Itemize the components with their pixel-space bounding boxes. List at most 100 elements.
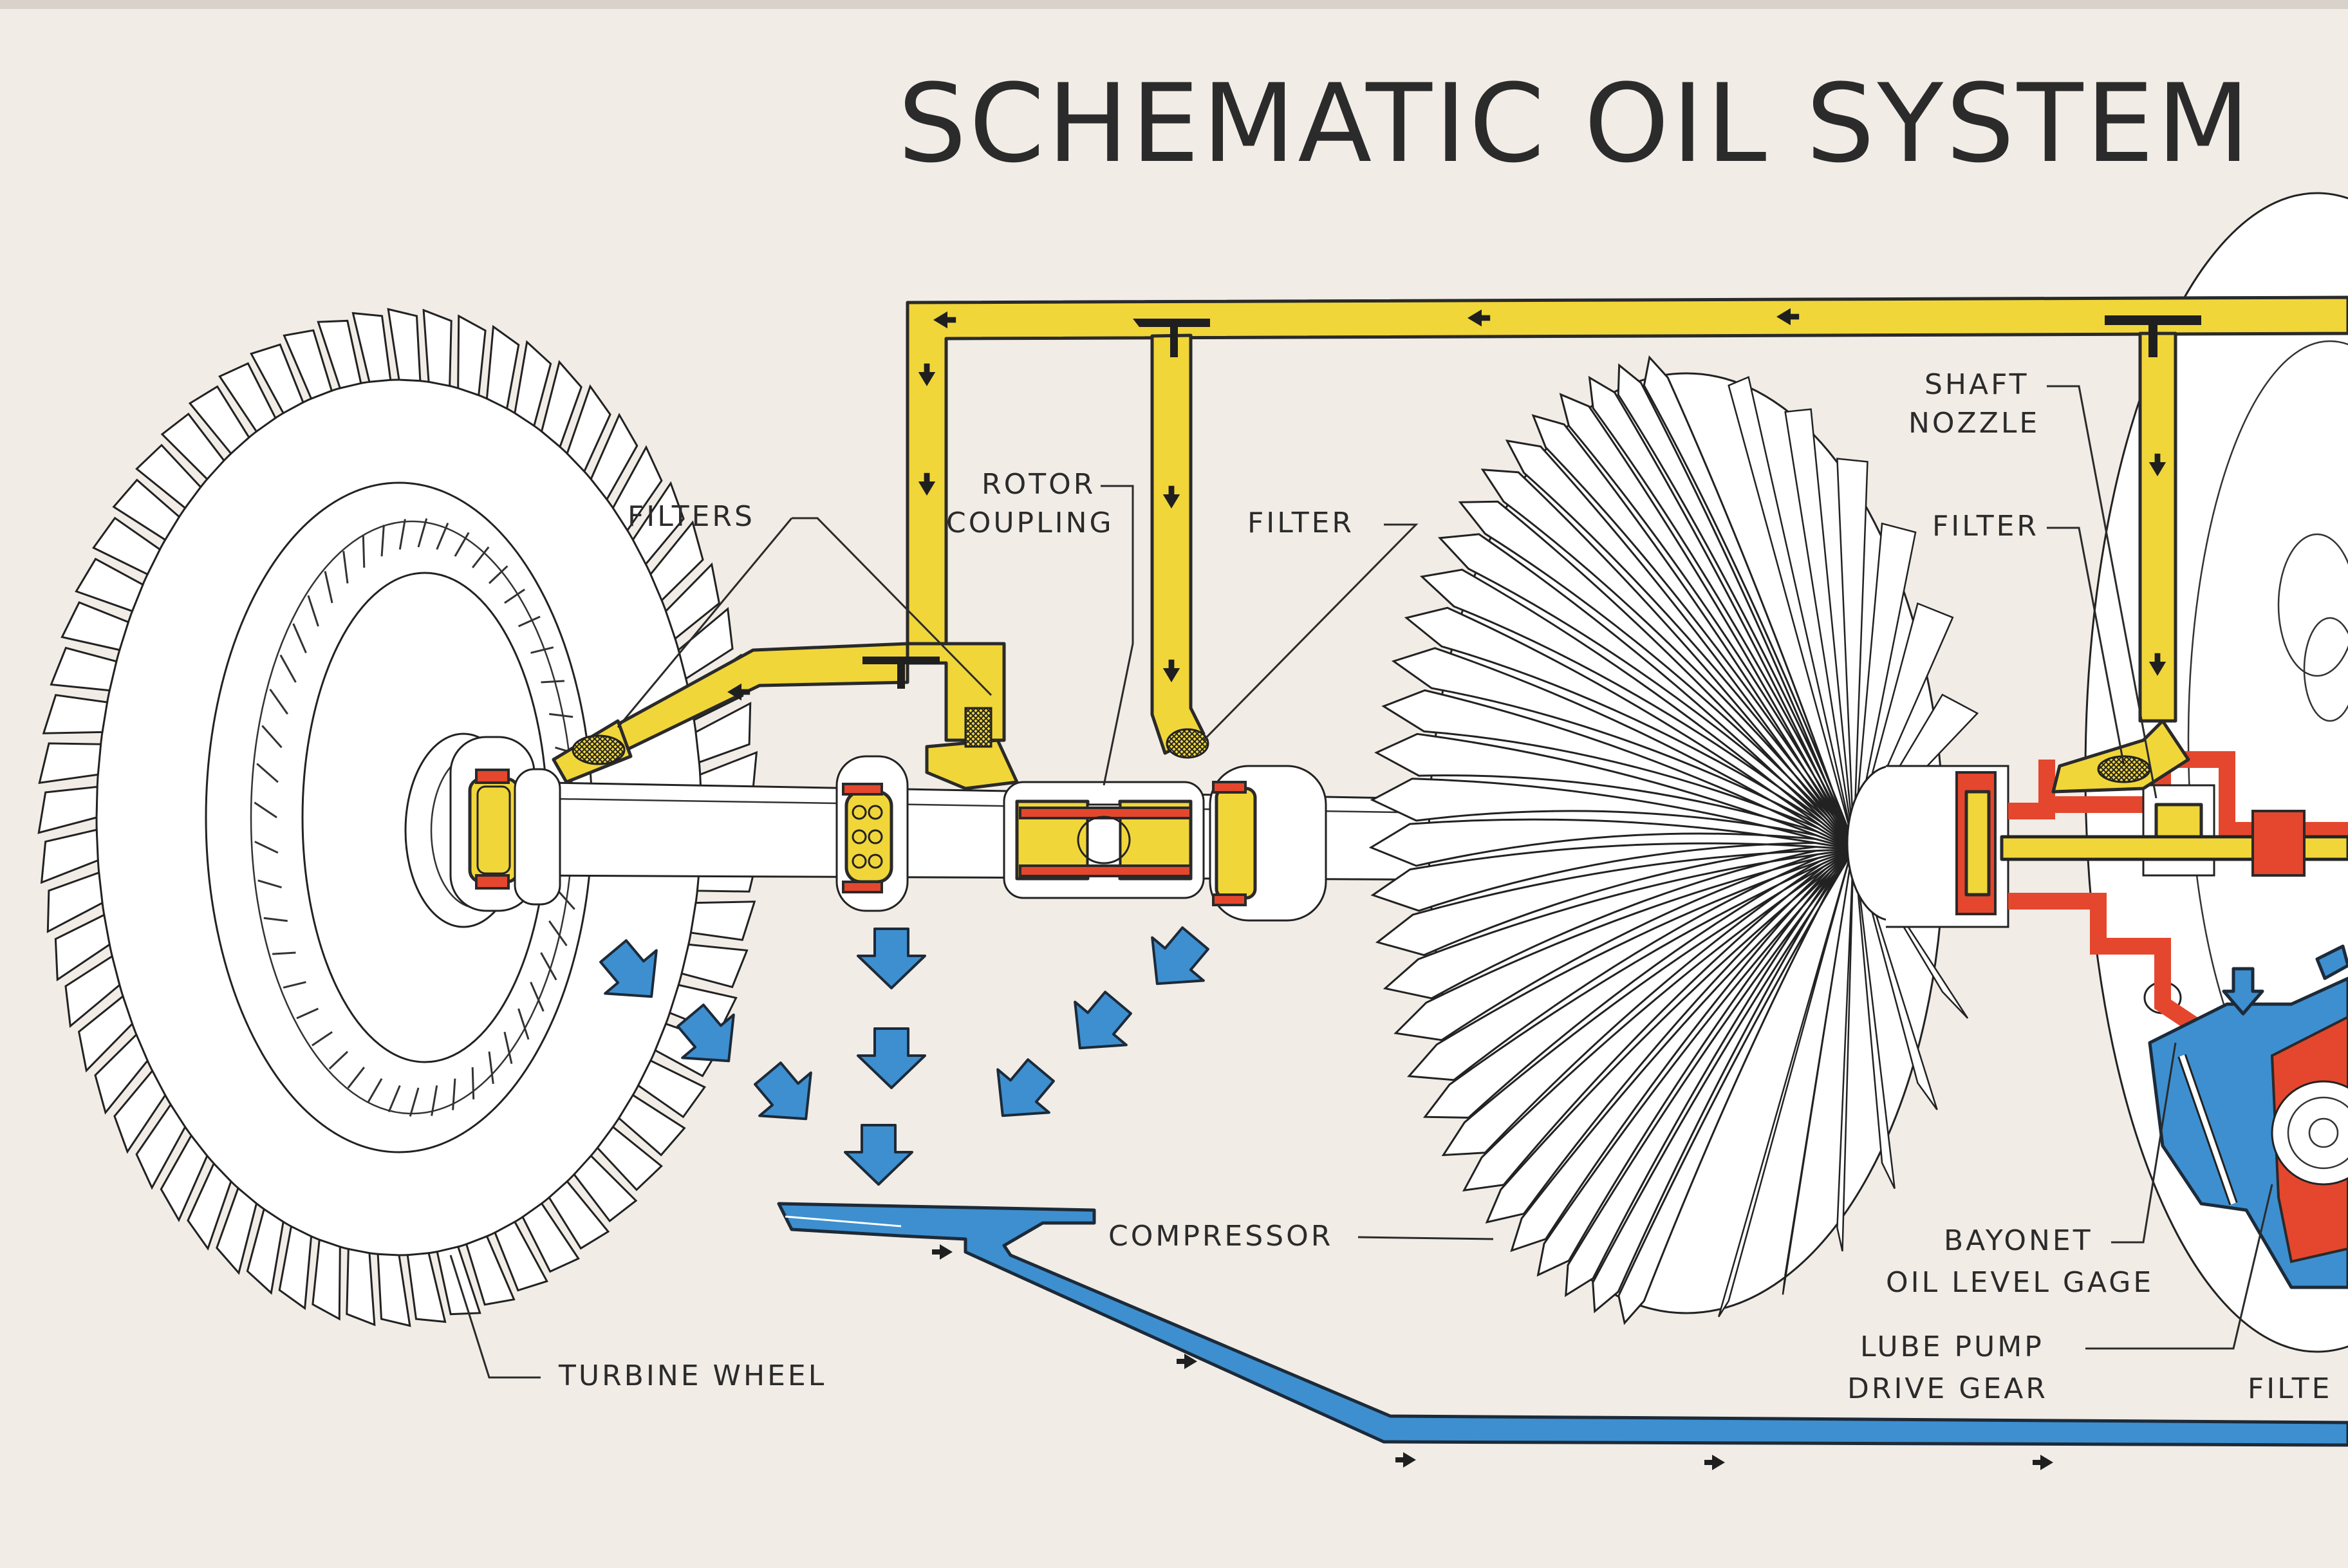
turbine-blade [135,443,202,510]
turbine-inner-blade [431,1085,438,1116]
compressor-blade [1370,842,1855,912]
compressor-blade [1391,647,1855,852]
label-coupling: COUPLING [946,507,1114,539]
turbine-blade [312,1238,341,1321]
drip-arrow [1074,991,1132,1050]
turbine-inner-blade [328,1050,349,1070]
turbine-blade [677,606,734,680]
supply-flow-arrows [727,308,2166,701]
label-lube-pump: LUBE PUMP [1860,1330,2044,1363]
turbine-inner-blade [517,1008,530,1040]
turbine-inner-blade [269,688,288,715]
turbine-inner-blade [548,920,568,947]
turbine-blade [540,360,582,449]
turbine-blade [278,1225,313,1311]
label-shaft: SHAFT [1924,368,2029,401]
leader-filters-left [617,518,793,728]
compressor-blade [1718,843,1855,1318]
labels: FILTERS ROTOR COUPLING FILTER SHAFT NOZZ… [449,368,2329,1405]
compressor-blade [1422,841,1855,1119]
compressor-bearing [1209,765,1327,922]
turbine-inner-blade [436,523,449,550]
compressor-blade [1485,841,1855,1224]
compressor-blade [1480,469,1855,853]
turbine-inner-blade [256,763,279,783]
label-drive-gear: DRIVE GEAR [1847,1372,2048,1405]
compressor-blade [1852,843,1896,1190]
flow-arrow [918,363,936,386]
label-filters: FILTERS [628,500,755,533]
compressor-blade [1419,568,1855,852]
flow-arrow [932,1244,953,1260]
turbine-blade [351,312,392,383]
turbine-blade [573,1154,638,1223]
compressor-blade [1368,818,1855,867]
compressor-blade [1728,376,1855,844]
turbine-blade [64,955,121,1029]
compressor-blade [1617,843,1855,1325]
turbine-inner-blade [324,571,333,604]
turbine-blade [649,520,704,602]
turbine-blade [596,1125,663,1191]
turbine-blade [317,319,362,389]
turbine-inner-blade [472,546,490,568]
turbine-blade [590,413,638,501]
turbine-blade [406,1252,447,1323]
leader-compressor [1357,1236,1494,1240]
turbine-blade [494,1220,548,1292]
supply-oil-piping [552,295,2348,794]
turbine-blade [91,516,162,576]
leader-shaft-nozzle [2047,385,2157,799]
turbine-blade [218,362,277,433]
compressor-blade [1441,841,1855,1157]
turbine-inner-blade [380,525,385,557]
drip-arrow [844,1124,913,1186]
compressor-blade [1559,393,1855,850]
drip-arrow [754,1061,812,1121]
leader-rotor-coupling [1101,485,1134,786]
flow-arrow [2033,1455,2053,1470]
turbine-inner-blade [347,1067,365,1089]
turbine-inner-blade [417,518,428,548]
turbine-inner-blade [254,801,277,819]
turbine-blade [187,1161,232,1251]
turbine-blade [75,557,144,613]
turbine-inner-blade [504,588,525,604]
turbine-inner-blade [549,713,573,718]
flow-arrow [2148,453,2166,476]
compressor-blade [1374,733,1855,852]
compressor-blade [1383,842,1855,1000]
turbine-inner-blade [263,917,288,922]
drip-arrows [599,926,1209,1186]
leader-filter-mid [1202,523,1419,742]
turbine-wheel [37,308,761,1327]
turbine-blade [457,314,487,397]
leader-bayonet [2111,1042,2177,1244]
flow-arrow [1468,309,1491,327]
drip-arrow [996,1058,1055,1117]
compressor [1368,355,2009,1325]
turbine-inner-blade [488,1051,494,1085]
drip-arrow [857,1027,926,1089]
compressor-blade [1782,843,1855,1295]
turbine-inner-blade [541,680,565,684]
turbine-inner-blade [283,981,306,989]
turbine-blade [387,308,422,382]
center-bearing [835,755,909,912]
paper-top-edge [0,0,2348,9]
compressor-blades [1368,355,1991,1325]
turbine-blade [112,478,181,541]
compressor-blade [1404,606,1855,852]
turbine-inner-blade [367,1078,383,1103]
turbine-blade [485,324,520,410]
turbine-blade [566,384,611,474]
return-flow-arrows [932,1244,2053,1470]
turbine-inner-blade [530,646,554,654]
flow-arrow [933,311,956,329]
label-turbine-wheel: TURBINE WHEEL [558,1359,826,1392]
turbine-inner-blade [254,841,279,854]
turbine-inner-blade [312,1031,333,1047]
turbine-inner-blade [517,615,541,628]
turbine-blade [514,340,552,427]
turbine-blade [637,1059,707,1119]
